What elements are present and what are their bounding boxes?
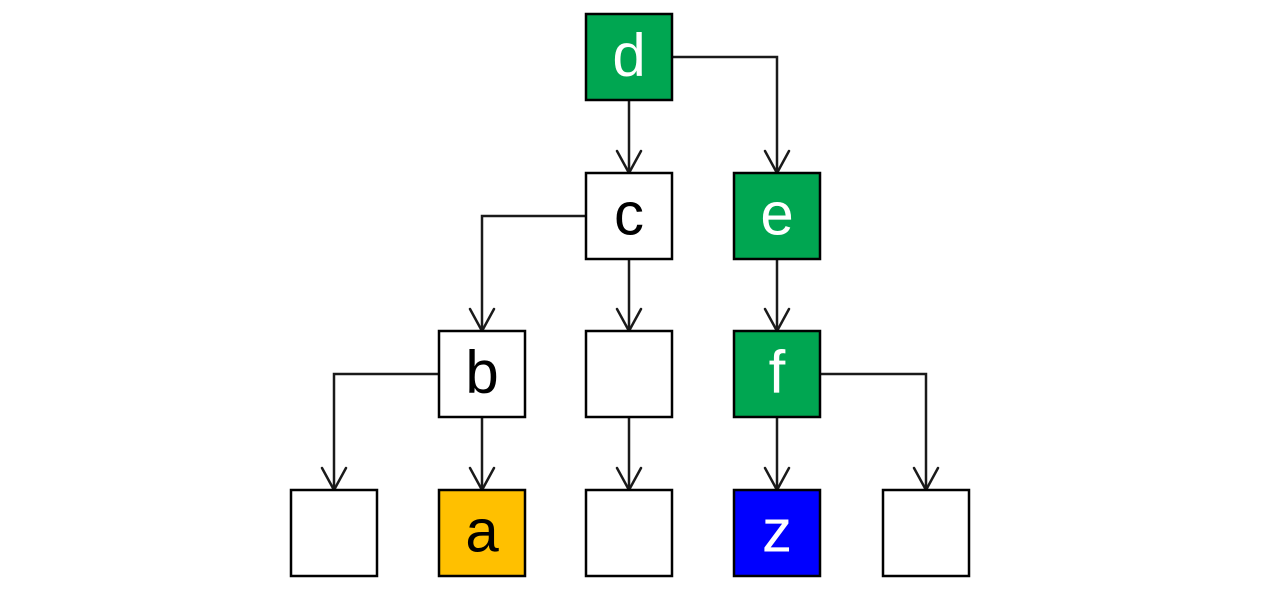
- node-box: [437, 488, 527, 578]
- edge-n-b-to-n-a: [468, 417, 496, 492]
- edge-n-b-to-n-l1: [320, 372, 439, 492]
- node-box: [289, 488, 379, 578]
- edge-n-e-to-n-f: [763, 259, 791, 333]
- edge-n-d-to-n-c: [615, 100, 643, 175]
- node-box: [584, 171, 674, 261]
- edge-n-c-to-n-c2: [615, 259, 643, 333]
- edge-n-d-to-n-e: [672, 55, 791, 175]
- node-label: b: [465, 339, 498, 406]
- node-box: [881, 488, 971, 578]
- edge-line: [672, 55, 779, 173]
- tree-node-e: e: [732, 171, 822, 261]
- edges-layer: [320, 55, 940, 492]
- node-label: a: [465, 498, 499, 565]
- node-box: [732, 488, 822, 578]
- node-label: z: [762, 498, 792, 565]
- node-label: f: [769, 339, 786, 406]
- edge-n-c-to-n-b: [468, 214, 586, 333]
- node-box: [437, 329, 527, 419]
- edge-line: [480, 214, 586, 331]
- tree-node-z: z: [732, 488, 822, 578]
- tree-node-b: b: [437, 329, 527, 419]
- tree-node-f: f: [732, 329, 822, 419]
- edge-n-c2-to-n-l3: [615, 417, 643, 492]
- node-box: [732, 171, 822, 261]
- node-box: [584, 12, 674, 102]
- tree-node-empty: [289, 488, 379, 578]
- node-label: d: [612, 22, 645, 89]
- tree-node-empty: [584, 488, 674, 578]
- node-box: [584, 329, 674, 419]
- nodes-layer: d c e b f a z: [289, 12, 971, 578]
- edge-n-f-to-n-l5: [820, 372, 940, 492]
- edge-n-f-to-n-z: [763, 417, 791, 492]
- tree-node-a: a: [437, 488, 527, 578]
- node-box: [584, 488, 674, 578]
- tree-node-empty: [584, 329, 674, 419]
- edge-line: [332, 372, 439, 490]
- edge-line: [820, 372, 928, 490]
- tree-node-c: c: [584, 171, 674, 261]
- node-label: c: [614, 181, 644, 248]
- node-box: [732, 329, 822, 419]
- node-label: e: [760, 181, 793, 248]
- tree-node-d: d: [584, 12, 674, 102]
- tree-node-empty: [881, 488, 971, 578]
